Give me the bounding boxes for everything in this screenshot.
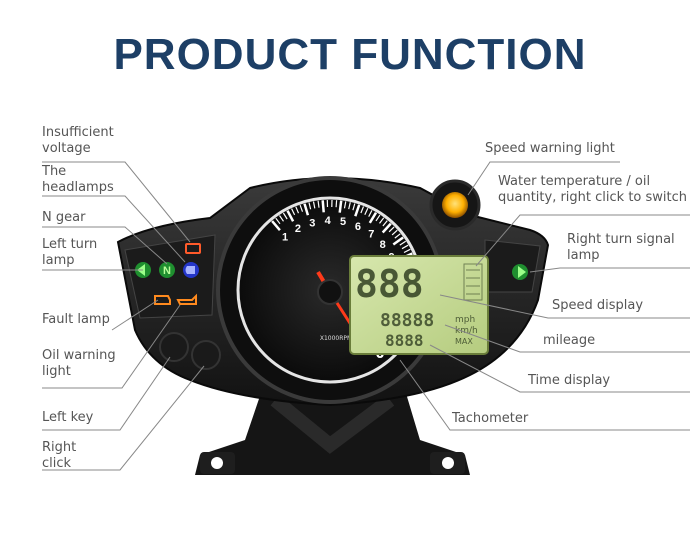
tick-mark bbox=[352, 203, 356, 211]
tick-mark bbox=[379, 217, 385, 224]
unit-kmh: km/h bbox=[455, 326, 478, 336]
tick-mark bbox=[338, 200, 343, 213]
tick-mark bbox=[401, 244, 409, 250]
label-speed-warning-light: Speed warning light bbox=[485, 141, 615, 156]
lcd-display: 888 mph km/h 88888 8888 MAX bbox=[349, 255, 489, 355]
tick-mark bbox=[348, 202, 351, 210]
label-left-key: Left key bbox=[42, 410, 94, 425]
odometer-readout: 88888 bbox=[380, 310, 434, 331]
tick-mark bbox=[391, 229, 398, 236]
tick-mark bbox=[312, 201, 316, 209]
label-oil-warning: Oil warning light bbox=[42, 348, 116, 379]
tick-mark bbox=[399, 240, 407, 246]
unit-mph: mph bbox=[455, 315, 475, 325]
tick-label: 1 bbox=[282, 231, 288, 243]
label-mileage: mileage bbox=[543, 333, 596, 348]
tick-mark bbox=[368, 211, 378, 224]
label-left-turn-lamp: Left turn lamp bbox=[42, 237, 98, 268]
battery-icon bbox=[185, 243, 201, 254]
tick-mark bbox=[275, 217, 281, 225]
tick-mark bbox=[321, 200, 325, 213]
tick-mark bbox=[388, 226, 395, 233]
tick-mark bbox=[364, 208, 369, 215]
tick-mark bbox=[271, 220, 281, 232]
tick-label: 3 bbox=[309, 217, 315, 229]
tick-mark bbox=[317, 200, 320, 208]
tick-mark bbox=[392, 236, 404, 246]
svg-text:N: N bbox=[163, 265, 171, 277]
label-water-temperature: Water temperature / oil quantity, right … bbox=[498, 174, 688, 205]
label-right-turn-lamp: Right turn signal lamp bbox=[567, 232, 675, 263]
tick-label: 5 bbox=[340, 216, 346, 228]
tick-mark bbox=[354, 204, 361, 217]
tick-mark bbox=[343, 201, 347, 209]
tick-mark bbox=[394, 233, 401, 239]
tick-mark bbox=[286, 210, 295, 222]
oil-can-icon bbox=[176, 293, 197, 305]
tick-mark bbox=[381, 222, 392, 234]
label-headlamps: The headlamps bbox=[42, 164, 114, 195]
n-gear-icon bbox=[159, 262, 175, 278]
tick-label: 2 bbox=[295, 223, 301, 235]
max-label: MAX bbox=[455, 337, 473, 346]
tick-label: 6 bbox=[355, 221, 361, 233]
right-indicator-panel bbox=[484, 239, 541, 293]
page-title: PRODUCT FUNCTION bbox=[113, 30, 587, 79]
needle-hub bbox=[317, 279, 343, 305]
label-insufficient-voltage: Insufficient voltage bbox=[42, 125, 114, 156]
label-fault-lamp: Fault lamp bbox=[42, 312, 110, 327]
tick-mark bbox=[291, 208, 296, 216]
engine-fault-icon bbox=[154, 295, 171, 305]
tick-label: 7 bbox=[368, 229, 374, 241]
label-right-click: Right click bbox=[42, 440, 77, 471]
tick-mark bbox=[360, 206, 365, 214]
tick-mark bbox=[382, 220, 388, 227]
left-key-button[interactable] bbox=[159, 332, 189, 362]
tick-mark bbox=[403, 248, 411, 254]
tick-mark bbox=[368, 210, 373, 217]
label-speed-display: Speed display bbox=[552, 298, 644, 313]
temp-bar-graph bbox=[463, 263, 483, 301]
time-readout: 8888 bbox=[385, 331, 424, 350]
tick-label: 8 bbox=[380, 239, 386, 251]
right-click-button[interactable] bbox=[191, 340, 221, 370]
tick-mark bbox=[279, 215, 284, 222]
tick-mark bbox=[295, 206, 300, 214]
tick-mark bbox=[282, 212, 288, 220]
tick-mark bbox=[335, 200, 338, 208]
tick-mark bbox=[308, 202, 312, 210]
tick-label: 4 bbox=[325, 215, 332, 227]
speed-readout: 888 bbox=[355, 262, 424, 306]
mounting-bracket bbox=[195, 390, 470, 475]
label-n-gear: N gear bbox=[42, 210, 86, 225]
tick-mark bbox=[299, 204, 304, 212]
leader-lines bbox=[42, 161, 690, 471]
tachometer-unit: X1000RPM bbox=[320, 335, 352, 342]
label-tachometer: Tachometer bbox=[452, 411, 529, 426]
tick-mark bbox=[303, 203, 310, 216]
label-time-display: Time display bbox=[528, 373, 611, 388]
speed-warning-light bbox=[442, 192, 468, 218]
tick-mark bbox=[375, 214, 381, 222]
